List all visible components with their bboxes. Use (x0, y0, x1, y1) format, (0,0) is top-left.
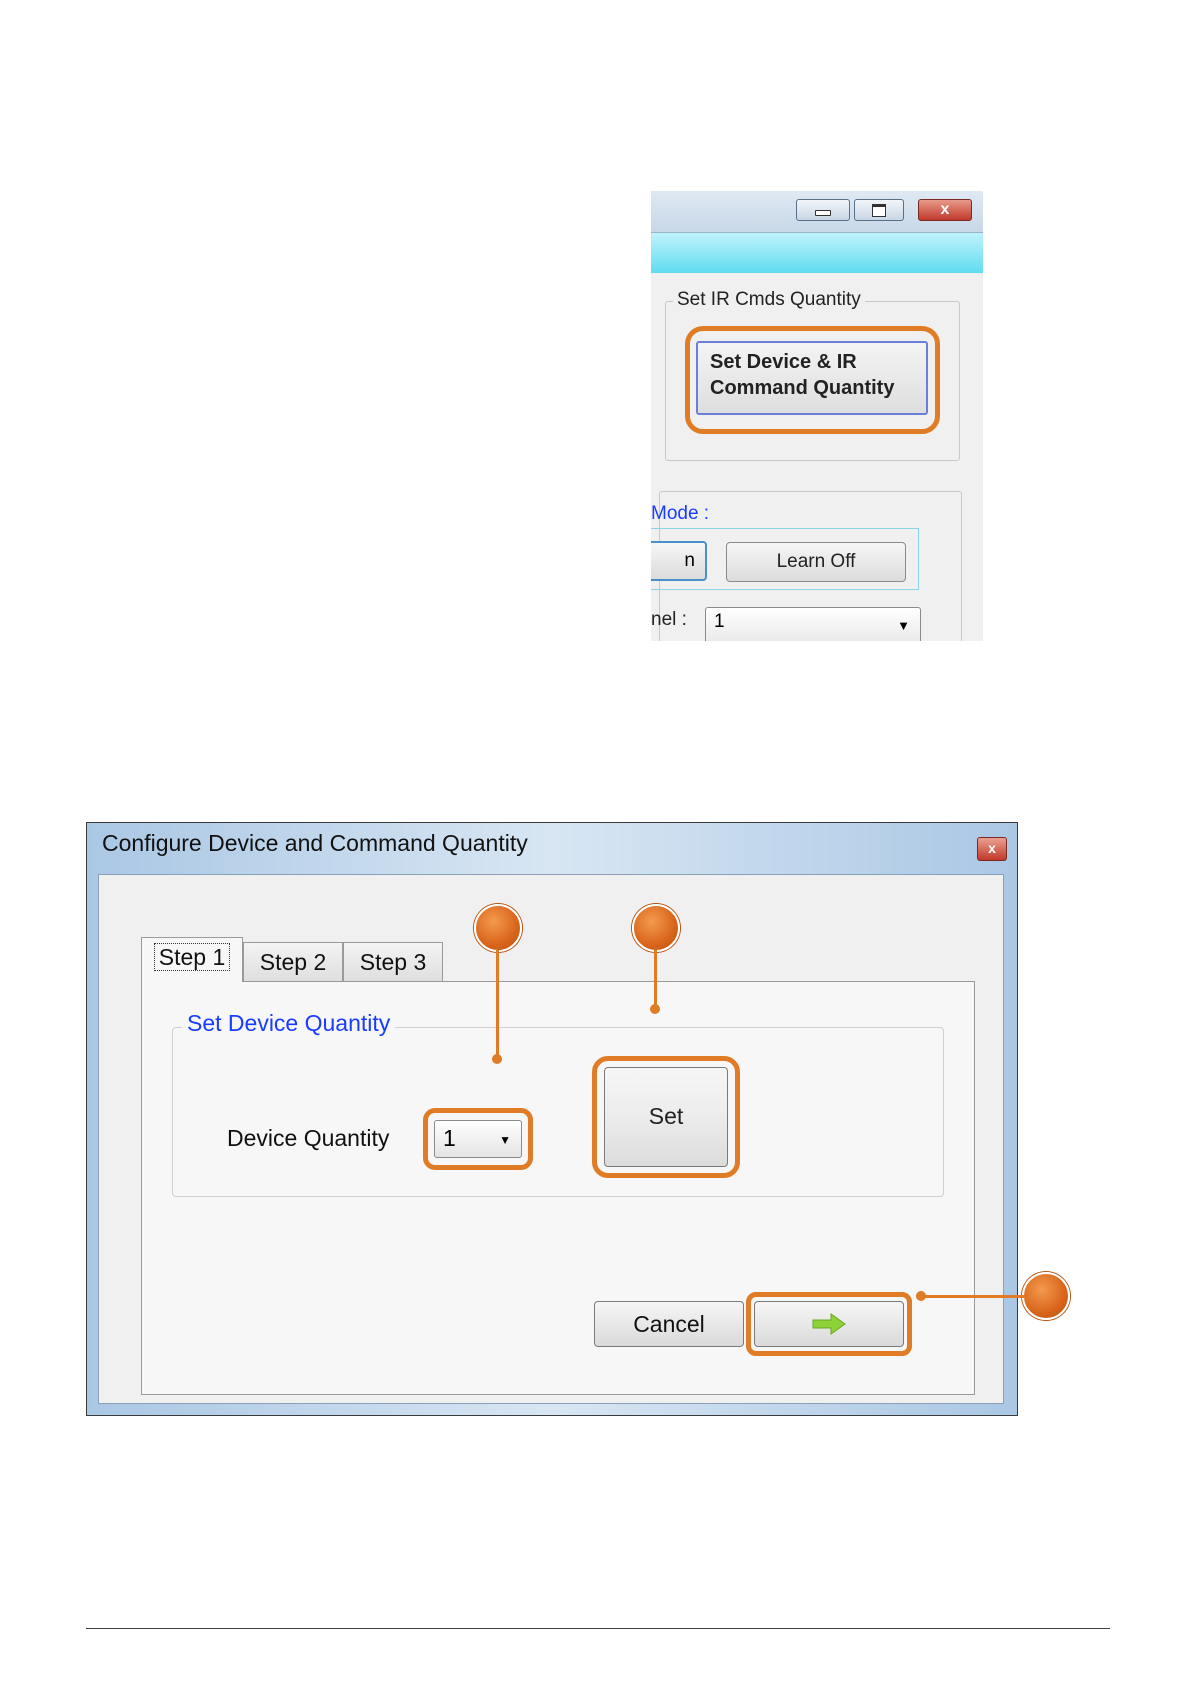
channel-label: nel : (651, 609, 687, 631)
window-titlebar: x (651, 191, 983, 233)
learn-off-button[interactable]: Learn Off (726, 542, 906, 582)
cancel-button[interactable]: Cancel (594, 1301, 744, 1347)
dialog-close-button[interactable]: x (977, 837, 1007, 861)
callout-marker-1 (474, 904, 522, 952)
tab-label: Step 2 (260, 949, 327, 975)
set-device-ir-quantity-button[interactable]: Set Device & IR Command Quantity (696, 341, 928, 415)
main-window-crop: x Set IR Cmds Quantity Set Device & IR C… (651, 191, 983, 641)
close-icon: x (941, 202, 950, 218)
callout-leader (922, 1295, 1024, 1298)
next-button[interactable] (754, 1301, 904, 1347)
right-arrow-icon (811, 1313, 847, 1335)
maximize-icon (872, 204, 886, 217)
button-label-line2: Command Quantity (710, 375, 914, 401)
minimize-button[interactable] (796, 199, 850, 221)
chevron-down-icon: ▼ (499, 1133, 511, 1147)
tab-step-2[interactable]: Step 2 (243, 942, 343, 982)
callout-leader (654, 950, 657, 1008)
channel-value: 1 (714, 611, 725, 632)
maximize-button[interactable] (854, 199, 904, 221)
header-banner (651, 233, 983, 273)
close-button[interactable]: x (918, 199, 972, 221)
tab-step-1[interactable]: Step 1 (141, 937, 243, 982)
configure-dialog: Configure Device and Command Quantity x … (86, 822, 1018, 1416)
set-button[interactable]: Set (604, 1067, 728, 1167)
device-quantity-groupbox (172, 1027, 944, 1197)
minimize-icon (815, 210, 831, 216)
callout-marker-2 (632, 904, 680, 952)
device-quantity-value: 1 (443, 1125, 456, 1151)
device-quantity-select[interactable]: 1 ▼ (434, 1120, 522, 1158)
callout-endpoint (916, 1291, 926, 1301)
footer-divider (86, 1628, 1110, 1629)
mode-label: Mode : (651, 503, 709, 525)
ir-cmds-groupbox-title: Set IR Cmds Quantity (673, 289, 865, 311)
tab-step-3[interactable]: Step 3 (343, 942, 443, 982)
tab-label: Step 3 (360, 949, 427, 975)
callout-marker-3 (1022, 1272, 1070, 1320)
chevron-down-icon: ▼ (897, 618, 910, 633)
dialog-title: Configure Device and Command Quantity (102, 830, 528, 857)
callout-endpoint (650, 1004, 660, 1014)
callout-endpoint (492, 1054, 502, 1064)
channel-select[interactable]: 1 ▼ (705, 607, 921, 641)
device-quantity-label: Device Quantity (227, 1125, 389, 1152)
dialog-client-area: Step 1 Step 2 Step 3 Set Device Quantity… (98, 874, 1004, 1404)
tab-label: Step 1 (154, 943, 231, 971)
learn-on-button[interactable]: n (651, 541, 707, 581)
callout-leader (496, 950, 499, 1058)
button-label-line1: Set Device & IR (710, 349, 914, 375)
device-quantity-groupbox-title: Set Device Quantity (182, 1010, 395, 1037)
tab-panel-step-1: Set Device Quantity Device Quantity 1 ▼ … (141, 981, 975, 1395)
